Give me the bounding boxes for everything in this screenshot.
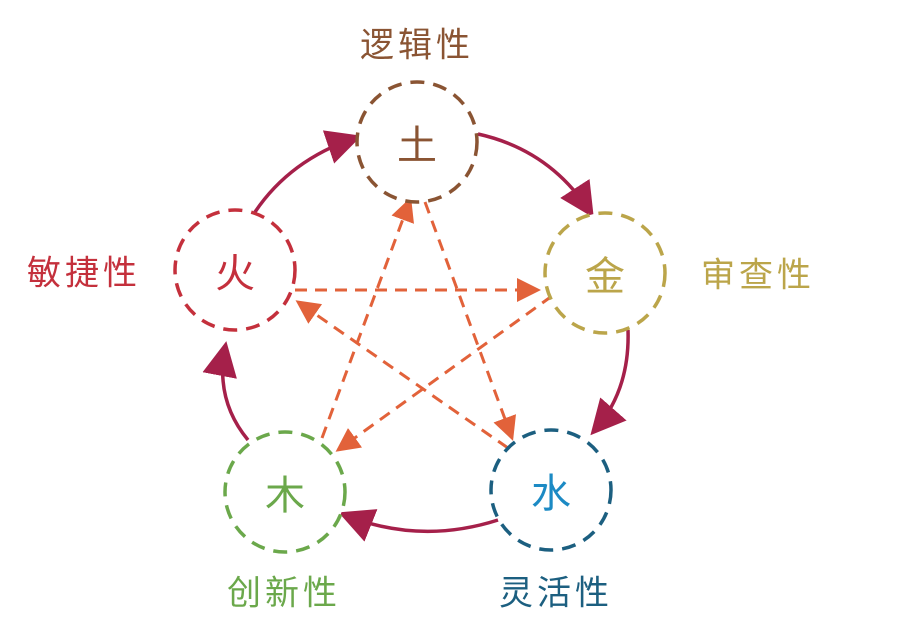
node-fire-circle [173, 208, 297, 332]
node-earth-circle [355, 80, 479, 204]
node-water-element: 水 [531, 471, 571, 517]
arrow-metal-to-water [590, 329, 630, 436]
node-fire-element: 火 [215, 251, 255, 297]
node-wood-element: 木 [265, 473, 305, 519]
node-metal-circle [543, 211, 667, 335]
arrow-earth-to-water [423, 201, 516, 441]
arrow-water-to-fire [295, 300, 509, 450]
arrow-fire-to-earth [253, 130, 362, 213]
trait-fire-label: 敏捷性 [27, 253, 141, 294]
node-metal-element: 金 [585, 254, 625, 300]
node-wood-circle [223, 430, 347, 554]
arrow-wood-to-fire [202, 341, 250, 442]
node-earth-element: 土 [397, 123, 437, 169]
node-water-circle [489, 428, 613, 552]
arrow-wood-to-earth [320, 197, 414, 439]
trait-earth-label: 逻辑性 [360, 25, 474, 66]
arrow-earth-to-metal [477, 132, 594, 218]
trait-water-label: 灵活性 [499, 573, 613, 614]
arrow-water-to-wood [338, 509, 499, 542]
trait-metal-label: 审查性 [701, 255, 815, 296]
arrow-metal-to-wood [335, 294, 553, 452]
trait-wood-label: 创新性 [227, 573, 341, 614]
